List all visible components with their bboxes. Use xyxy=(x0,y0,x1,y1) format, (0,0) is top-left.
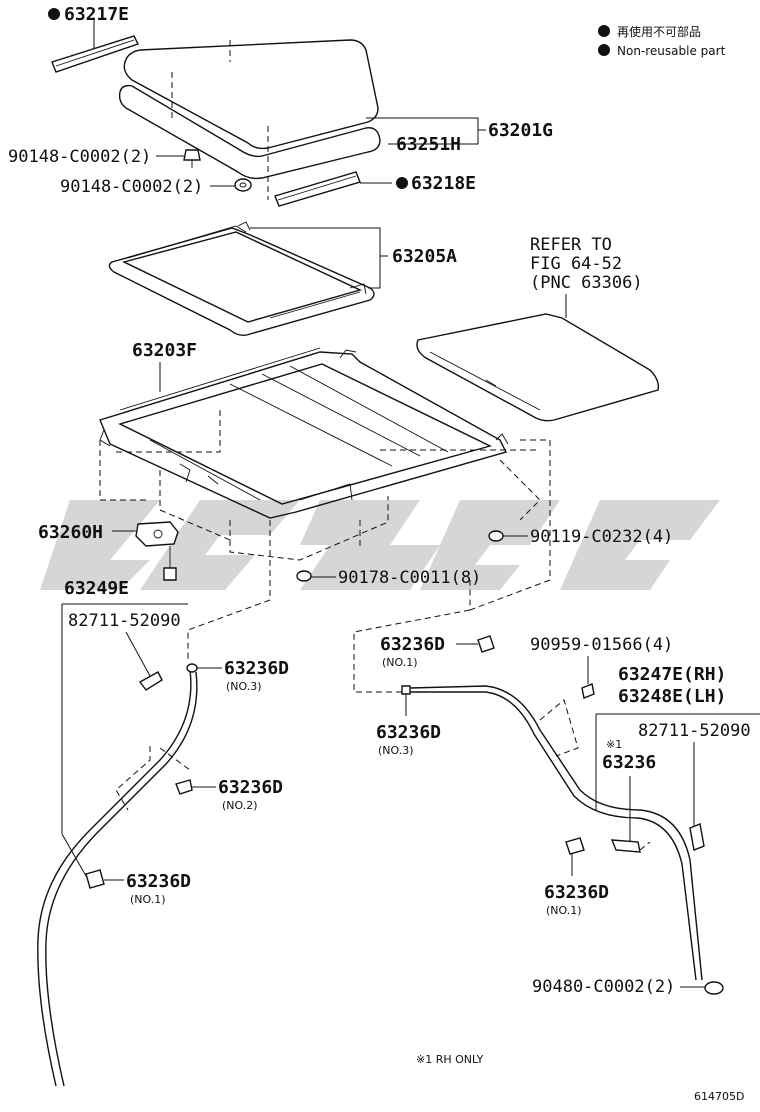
part-label-90148-upper: 90148-C0002(2) xyxy=(8,147,151,167)
grommet-no3-left xyxy=(186,663,198,673)
non-reusable-marker-icon xyxy=(598,25,610,37)
clip-90959 xyxy=(581,683,595,699)
part-label-63236d-right-no1: 63236D xyxy=(544,882,609,903)
bolt-90148-upper xyxy=(183,149,201,168)
refer-line-1: REFER TO xyxy=(530,235,612,255)
nut-90148-lower xyxy=(234,178,252,192)
glass-frame xyxy=(108,221,375,337)
nut-90178 xyxy=(296,570,312,582)
part-label-63201g: 63201G xyxy=(488,120,553,141)
part-label-63217e: 63217E xyxy=(64,4,129,25)
refer-line-2: FIG 64-52 xyxy=(530,254,622,274)
part-label-90480: 90480-C0002(2) xyxy=(532,977,675,997)
drain-hose-left xyxy=(37,669,198,1087)
figure-number: 614705D xyxy=(694,1090,744,1103)
drain-hose-right xyxy=(409,685,703,981)
sub-label-right-no1: (NO.1) xyxy=(546,904,582,917)
grommet-no2-left xyxy=(175,779,193,795)
grommet-no3-mid xyxy=(401,685,411,695)
clamp-90480 xyxy=(704,981,724,995)
sunroof-glass xyxy=(118,39,381,200)
part-label-63236d-left-no1: 63236D xyxy=(126,871,191,892)
part-label-63205a: 63205A xyxy=(392,246,457,267)
part-label-90119: 90119-C0232(4) xyxy=(530,527,673,547)
part-label-63218e: 63218E xyxy=(411,173,476,194)
part-label-63248e: 63248E(LH) xyxy=(618,686,726,707)
bracket-63236 xyxy=(610,839,641,853)
footnote: ※1 RH ONLY xyxy=(416,1053,484,1066)
part-label-82711-right: 82711-52090 xyxy=(638,721,751,741)
refer-line-3: (PNC 63306) xyxy=(530,273,643,293)
part-label-63203f: 63203F xyxy=(132,340,197,361)
non-reusable-marker-icon xyxy=(598,44,610,56)
sunroof-housing xyxy=(99,347,509,519)
legend: 再使用不可部品 Non-reusable part xyxy=(598,24,726,58)
part-label-90148-lower: 90148-C0002(2) xyxy=(60,177,203,197)
part-label-63260h: 63260H xyxy=(38,522,103,543)
sub-label-left-no3: (NO.3) xyxy=(226,680,262,693)
hose-clip-left xyxy=(138,671,163,691)
sunshade-panel xyxy=(416,313,660,422)
part-label-63236d-mid-no3: 63236D xyxy=(376,722,441,743)
grommet-no1-mid xyxy=(477,635,495,653)
part-label-63236d-left-no3: 63236D xyxy=(224,658,289,679)
grommet-no1-left xyxy=(85,869,105,889)
weatherstrip-rear xyxy=(274,171,361,207)
note-mark: ※1 xyxy=(606,738,622,751)
non-reusable-marker-icon xyxy=(396,177,408,189)
part-label-63236: 63236 xyxy=(602,752,656,773)
sub-label-left-no1: (NO.1) xyxy=(130,893,166,906)
legend-item-japanese: 再使用不可部品 xyxy=(617,24,701,39)
part-label-63251h: 63251H xyxy=(396,134,461,155)
legend-item-english: Non-reusable part xyxy=(617,44,726,58)
clip-90119 xyxy=(488,530,504,542)
hose-clip-right xyxy=(689,823,705,851)
watermark-logo xyxy=(40,500,720,590)
part-label-63236d-mid-no1: 63236D xyxy=(380,634,445,655)
sub-label-mid-no1: (NO.1) xyxy=(382,656,418,669)
drive-motor-bracket xyxy=(135,521,179,547)
non-reusable-marker-icon xyxy=(48,8,60,20)
part-label-90959: 90959-01566(4) xyxy=(530,635,673,655)
sub-label-mid-no3: (NO.3) xyxy=(378,744,414,757)
part-label-63236d-left-no2: 63236D xyxy=(218,777,283,798)
screw-63260h xyxy=(163,546,177,581)
part-label-63249e: 63249E xyxy=(64,578,129,599)
part-label-82711-left: 82711-52090 xyxy=(68,611,181,631)
part-label-90178: 90178-C0011(8) xyxy=(338,568,481,588)
part-label-63247e: 63247E(RH) xyxy=(618,664,726,685)
grommet-no1-right xyxy=(565,837,585,855)
weatherstrip-front xyxy=(51,20,139,73)
sub-label-left-no2: (NO.2) xyxy=(222,799,258,812)
